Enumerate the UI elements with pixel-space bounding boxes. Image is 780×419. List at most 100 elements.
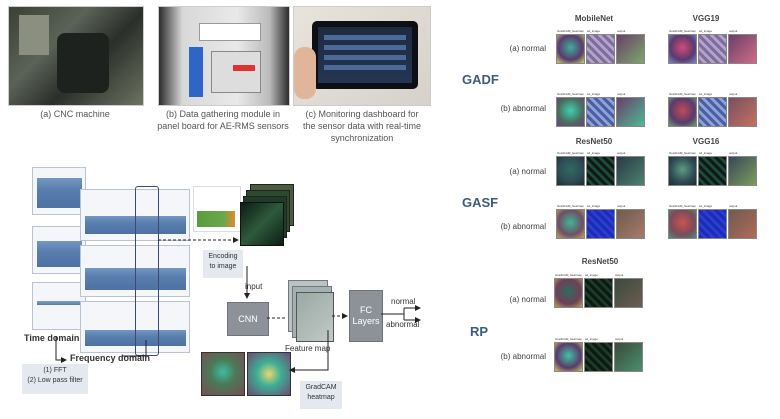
encoding-note: Encoding to image (203, 250, 243, 278)
output-tile (616, 156, 645, 186)
panel-module (211, 51, 261, 93)
output-tile (728, 97, 757, 127)
sd-image-tile (584, 278, 613, 308)
output-tile (616, 209, 645, 239)
tile-label: sd_image (587, 29, 601, 33)
gadf-label: GADF (462, 72, 499, 87)
caption-line: synchronization (330, 133, 394, 143)
tile-label: sd_image (585, 337, 599, 341)
preprocessing-steps-note: (1) FFT (2) Low pass filter (22, 364, 88, 394)
fc-line: Layers (352, 316, 380, 326)
encoding-line: Encoding (208, 253, 238, 260)
machine-body (57, 33, 109, 93)
sd-image-tile (698, 156, 727, 186)
feature-map-label: Feature map (285, 344, 331, 353)
gradcam-heatmap-tile (556, 209, 585, 239)
spectrum-thumbnail (193, 186, 241, 232)
tile-label: GradCAM_heatmap (557, 151, 584, 155)
heatmap-image (247, 352, 291, 396)
gradcam-heatmap-tile (556, 97, 585, 127)
gradcam-heatmap-tile (668, 156, 697, 186)
tile-label: GradCAM_heatmap (557, 92, 584, 96)
rp-abnormal-label: (b) abnormal (500, 352, 546, 361)
encoded-image (240, 202, 284, 246)
sd-image-tile (586, 34, 615, 64)
gradcam-heatmap-tile (668, 97, 697, 127)
model-title-vgg19: VGG19 (692, 14, 720, 23)
tile-label: GradCAM_heatmap (669, 151, 696, 155)
encoding-line: to image (209, 263, 237, 270)
rp-normal-label: (a) normal (509, 295, 546, 304)
tile-label: output (729, 29, 738, 33)
output-tile (728, 34, 757, 64)
tablet-screen (318, 27, 412, 83)
sd-image-tile (586, 156, 615, 186)
hand (294, 47, 316, 99)
output-tile (614, 342, 643, 372)
dashboard-bar (324, 55, 406, 60)
caption-panel-board: (b) Data gathering module in panel board… (150, 108, 296, 132)
tile-label: output (729, 151, 738, 155)
tile-label: GradCAM_heatmap (555, 273, 582, 277)
tile-label: output (615, 337, 624, 341)
model-title-mobilenet: MobileNet (574, 14, 614, 23)
output-tile (614, 278, 643, 308)
normal-output-label: normal (391, 297, 416, 306)
dashboard-bar (324, 65, 406, 70)
step-fft: (1) FFT (43, 367, 67, 374)
caption-dashboard: (c) Monitoring dashboard for the sensor … (290, 108, 434, 144)
tile-label: GradCAM_heatmap (555, 337, 582, 341)
cnn-box: CNN (227, 302, 269, 336)
gradcam-line: heatmap (307, 394, 335, 401)
input-label: input (245, 282, 263, 291)
tile-label: sd_image (699, 151, 713, 155)
gradcam-line: GradCAM (305, 384, 337, 391)
frequency-domain-label: Frequency domain (70, 353, 151, 363)
gadf-abnormal-label: (b) abnormal (500, 104, 546, 113)
panel-board-photo (158, 6, 290, 106)
tile-label: output (615, 273, 624, 277)
gradcam-heatmap-tile (556, 34, 585, 64)
gradcam-note: GradCAM heatmap (300, 381, 342, 409)
machine-panel (19, 15, 49, 55)
tile-label: sd_image (699, 204, 713, 208)
tile-label: GradCAM_heatmap (669, 29, 696, 33)
dashboard-bar (324, 35, 406, 40)
sd-image-tile (698, 97, 727, 127)
tile-label: output (617, 29, 626, 33)
gasf-normal-label: (a) normal (509, 167, 546, 176)
output-tile (728, 156, 757, 186)
spectrum-fill (197, 211, 235, 227)
tile-label: output (617, 151, 626, 155)
rp-label: RP (470, 324, 489, 339)
gasf-abnormal-label: (b) abnormal (500, 222, 546, 231)
sd-image-tile (586, 97, 615, 127)
gasf-label: GASF (462, 195, 499, 210)
selected-window-highlight (135, 186, 159, 356)
gradcam-heatmap-tile (554, 342, 583, 372)
caption-line: the sensor data with real-time (302, 121, 422, 131)
tile-label: output (617, 204, 626, 208)
panel-module (199, 23, 261, 41)
output-tile (616, 97, 645, 127)
heatmap-image (201, 352, 245, 396)
sd-image-tile (586, 209, 615, 239)
tile-label: output (729, 92, 738, 96)
sd-image-tile (698, 209, 727, 239)
model-title-resnet50-rp: ResNet50 (581, 257, 619, 266)
cnc-machine-photo (8, 6, 144, 106)
model-title-vgg16: VGG16 (692, 137, 720, 146)
gradcam-heatmap-tile (554, 278, 583, 308)
output-tile (616, 34, 645, 64)
tile-label: GradCAM_heatmap (669, 204, 696, 208)
model-title-resnet50: ResNet50 (575, 137, 613, 146)
dashboard-bar (324, 45, 406, 50)
tile-label: sd_image (587, 151, 601, 155)
sd-image-tile (584, 342, 613, 372)
tile-label: sd_image (585, 273, 599, 277)
caption-line: (c) Monitoring dashboard for (305, 109, 419, 119)
gradcam-heatmap-tile (668, 209, 697, 239)
gadf-normal-label: (a) normal (509, 44, 546, 53)
caption-line: panel board for AE-RMS sensors (157, 121, 289, 131)
gradcam-heatmap-tile (556, 156, 585, 186)
